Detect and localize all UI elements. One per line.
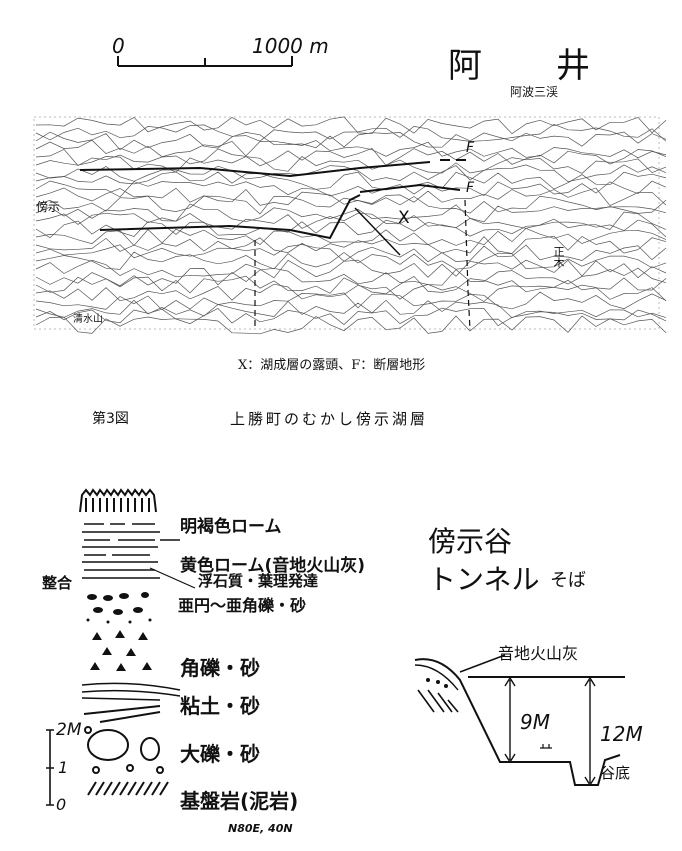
scale-1-label: 1: [58, 758, 69, 777]
stratigraphic-column: [46, 488, 196, 806]
contour-line: [35, 251, 667, 270]
contour-line: [35, 283, 667, 302]
contour-line: [35, 203, 667, 223]
contour-line: [35, 299, 667, 319]
contour-line: [35, 235, 667, 254]
vertical-scale-bar: [46, 729, 54, 806]
clay-layer: [81, 682, 181, 701]
contour-line: [35, 116, 667, 135]
fault-marker: F: [466, 140, 475, 156]
outcrop-marker: X: [398, 208, 410, 228]
angular-breccia-layer: [90, 630, 152, 671]
contour-line: [35, 147, 667, 167]
scale-2m-label: 2M: [56, 720, 82, 740]
contour-line: [35, 267, 667, 287]
layer-label: 基盤岩(泥岩): [180, 789, 299, 813]
contour-line: [35, 307, 667, 327]
bedrock-hatch: [87, 781, 169, 796]
scale-end-label: 1000 m: [252, 34, 329, 58]
contour-line: [35, 291, 667, 311]
contour-line: [35, 187, 667, 207]
section-title-line2: トンネル: [428, 563, 540, 596]
contour-line: [35, 124, 667, 142]
topographic-map: [33, 116, 667, 335]
contour-line: [35, 211, 667, 231]
loam-layers: [82, 523, 196, 589]
contact-label: 整合: [42, 574, 73, 592]
map-caption: X：湖成層の露頭、F：断層地形: [238, 358, 426, 373]
contour-line: [35, 315, 667, 335]
layer-label: 亜円〜亜角礫・砂: [178, 596, 307, 615]
section-title: 傍示谷: [428, 525, 513, 558]
contour-line: [35, 259, 667, 279]
layer-label: 浮石質・葉理発達: [198, 572, 319, 590]
map-title: 阿 井: [448, 46, 610, 86]
map-label-masaki: 正木: [552, 246, 565, 268]
contour-line: [35, 139, 667, 159]
layer-label: 角礫・砂: [180, 656, 260, 680]
valley-cross-section: [414, 654, 625, 787]
contour-line: [35, 156, 667, 174]
fault-marker: F: [466, 180, 475, 196]
figure-number: 第3図: [92, 411, 129, 427]
contour-line: [35, 244, 667, 263]
contour-line: [35, 227, 667, 247]
valley-floor-label: 谷底: [600, 764, 631, 782]
scale-bar: [117, 56, 293, 67]
contour-line: [35, 171, 667, 191]
ash-label: 音地火山灰: [498, 644, 579, 663]
fault-lines: [79, 159, 471, 331]
map-subtitle: 阿波三渓: [510, 85, 559, 99]
gravel-layer: [86, 592, 152, 624]
section-title-suffix: そば: [550, 570, 586, 591]
map-label-bouji: 傍示: [36, 200, 61, 214]
scale-start-label: 0: [112, 34, 125, 58]
strike-dip-label: N80E, 40N: [228, 822, 293, 835]
layer-label: 大礫・砂: [180, 742, 260, 766]
height-12m-label: 12M: [600, 722, 643, 746]
boulder-layer: [83, 705, 164, 774]
map-label-shimizuyama: 清水山: [73, 314, 103, 325]
contour-line: [35, 131, 667, 151]
layer-label: 明褐色ローム: [180, 517, 282, 537]
layer-label: 黄色ローム(音地火山灰): [180, 556, 366, 576]
layer-label: 粘土・砂: [180, 694, 260, 718]
vegetation-symbol: [79, 488, 157, 513]
height-9m-label: 9M: [520, 710, 550, 734]
scale-0-label: 0: [56, 795, 67, 814]
figure-title: 上勝町のむかし傍示湖層: [230, 410, 429, 428]
contour-line: [35, 275, 667, 295]
